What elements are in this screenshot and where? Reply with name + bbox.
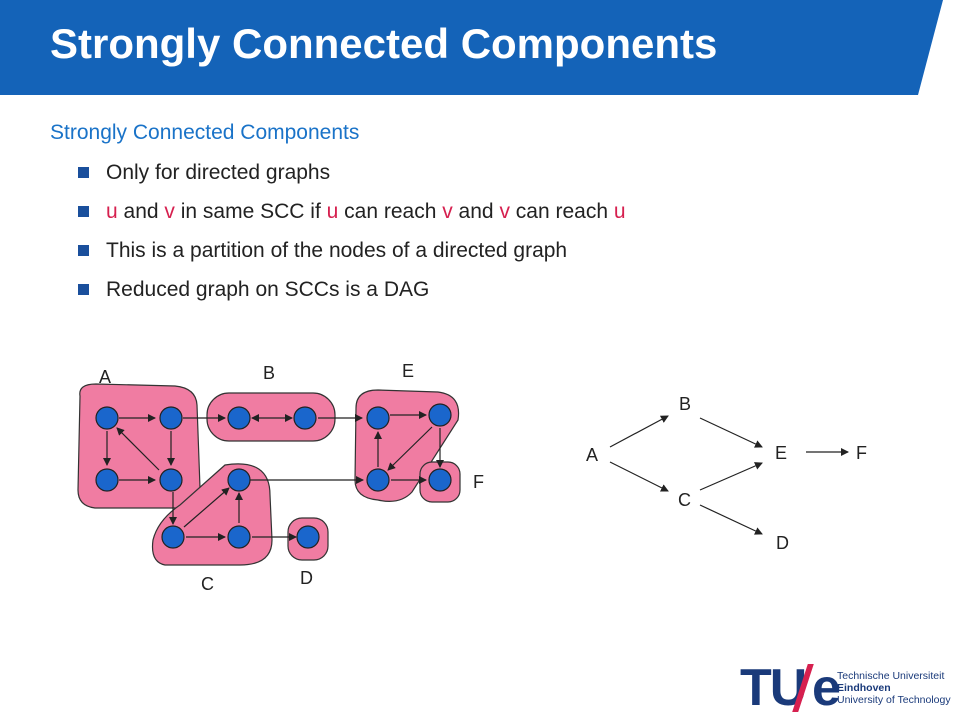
graph-node (293, 406, 317, 430)
graph-node (366, 406, 390, 430)
title-bar (0, 0, 943, 95)
bullet-item: Reduced graph on SCCs is a DAG (78, 275, 626, 314)
highlight-text: v (442, 200, 453, 223)
bullet-marker (78, 206, 89, 217)
bullet-text: and (117, 200, 165, 223)
bullet-list: Only for directed graphs u and v in same … (78, 158, 626, 314)
bullet-text: and (452, 200, 500, 223)
graph-node (159, 406, 183, 430)
bullet-text: Reduced graph on SCCs is a DAG (106, 278, 430, 301)
highlight-text: u (326, 200, 339, 223)
graph-node (159, 468, 183, 492)
bullet-text: in same SCC if (174, 200, 327, 223)
component-label-a: A (99, 367, 111, 387)
graph-node (296, 525, 320, 549)
highlight-text: v (164, 200, 175, 223)
bullet-item: Only for directed graphs (78, 158, 626, 197)
bullet-item: u and v in same SCC if u can reach v and… (78, 197, 626, 236)
component-a-region (77, 383, 201, 509)
dag-label-b: B (679, 394, 691, 414)
logo-line-2: Eindhoven (837, 682, 891, 694)
bullet-marker (78, 245, 89, 256)
component-label-c: C (201, 574, 214, 594)
graph-node (161, 525, 185, 549)
scc-diagram: A B E F C D A B C E F D (77, 361, 867, 594)
highlight-text: v (499, 200, 510, 223)
logo-institution-name: Technische Universiteit Eindhoven Univer… (837, 670, 951, 706)
dag-label-e: E (775, 443, 787, 463)
bullet-text: This is a partition of the nodes of a di… (106, 239, 568, 262)
slide-title: Strongly Connected Components (50, 20, 718, 67)
highlight-text: u (106, 200, 118, 223)
bullet-text: can reach (509, 200, 614, 223)
graph-node (95, 406, 119, 430)
component-label-b: B (263, 363, 275, 383)
logo-line-1: Technische Universiteit (837, 670, 945, 682)
graph-node (227, 468, 251, 492)
dag-label-c: C (678, 490, 691, 510)
component-label-e: E (402, 361, 414, 381)
dag-label-d: D (776, 533, 789, 553)
dag-label-f: F (856, 443, 867, 463)
logo-e: e (812, 659, 841, 717)
component-label-d: D (300, 568, 313, 588)
component-label-f: F (473, 472, 484, 492)
bullet-marker (78, 167, 89, 178)
bullet-text: Only for directed graphs (106, 161, 331, 184)
logo-line-3: University of Technology (837, 694, 951, 706)
content-heading: Strongly Connected Components (50, 121, 360, 144)
bullet-item: This is a partition of the nodes of a di… (78, 236, 626, 275)
bullet-text: can reach (338, 200, 443, 223)
dag-label-a: A (586, 445, 598, 465)
highlight-text: u (613, 200, 626, 223)
graph-node (428, 403, 452, 427)
graph-node (428, 468, 452, 492)
bullet-marker (78, 284, 89, 295)
graph-node (227, 525, 251, 549)
graph-node (366, 468, 390, 492)
graph-node (95, 468, 119, 492)
graph-node (227, 406, 251, 430)
tue-logo: TU e Technische Universiteit Eindhoven U… (740, 659, 955, 717)
